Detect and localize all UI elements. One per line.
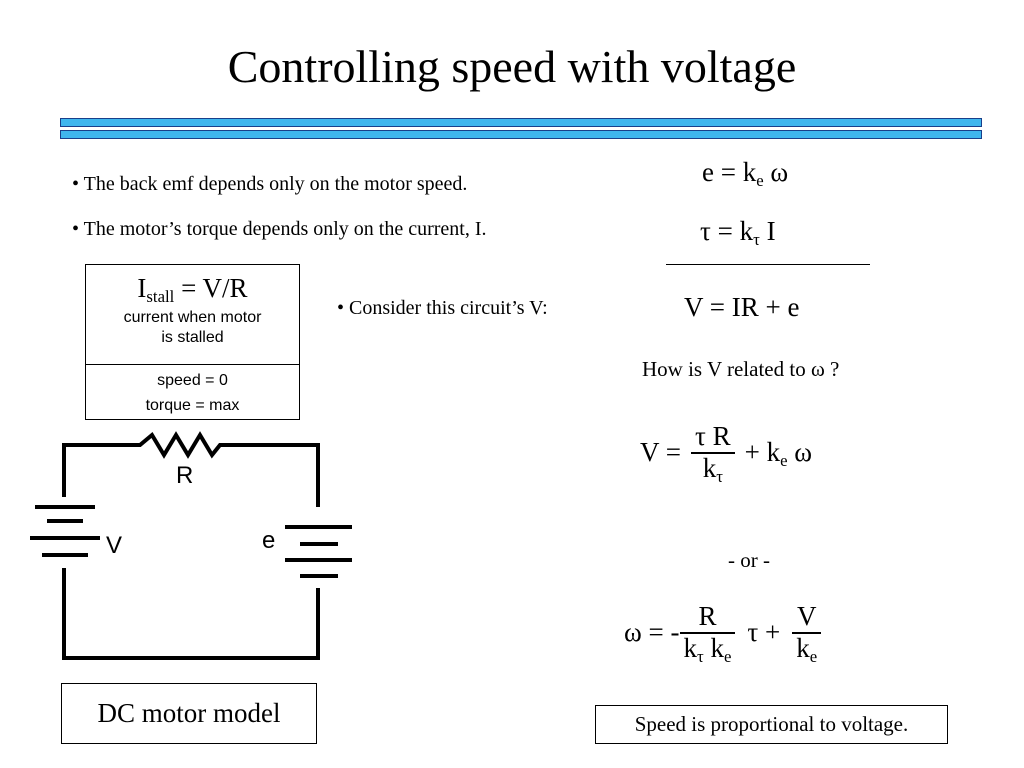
or-separator: - or -	[728, 548, 770, 572]
stall-description: current when motor is stalled	[123, 309, 262, 346]
equation-voltage-expanded: V = τ R kτ + ke ω	[640, 421, 813, 486]
bullet-torque: • The motor’s torque depends only on the…	[72, 218, 487, 240]
stall-current-formula: Istall = V/R	[137, 273, 248, 307]
fraction-r-over-k-tau-k-e: R kτ ke	[679, 601, 736, 665]
stall-conditions: speed = 0 torque = max	[145, 372, 240, 414]
question-text: How is V related to ω ?	[642, 357, 840, 381]
back-emf-battery-symbol	[285, 525, 352, 578]
resistor-label: R	[176, 462, 194, 489]
battery-source-symbol	[30, 505, 100, 557]
slide-title: Controlling speed with voltage	[227, 41, 797, 92]
equation-back-emf: e = ke ω	[702, 157, 789, 191]
diagram-caption: DC motor model	[61, 683, 317, 744]
title-rule-bottom	[60, 130, 982, 139]
fraction-v-over-k-e: V ke	[792, 601, 822, 665]
fraction-tau-r-over-k-tau: τ R kτ	[691, 421, 735, 485]
equation-voltage: V = IR + e	[684, 292, 800, 322]
back-emf-label: e	[262, 527, 276, 554]
title-rule-top	[60, 118, 982, 127]
bullet-back-emf: • The back emf depends only on the motor…	[72, 173, 468, 195]
circuit-wire-bottom	[62, 568, 320, 660]
stall-box-divider	[86, 364, 299, 365]
equation-divider	[666, 264, 870, 265]
bullet-consider-circuit: • Consider this circuit’s V:	[337, 297, 548, 319]
equation-torque: τ = kτ I	[700, 216, 776, 250]
equation-speed: ω = - R kτ ke τ + V ke	[624, 601, 822, 665]
voltage-source-label: V	[106, 532, 123, 559]
stall-current-box: Istall = V/R current when motor is stall…	[85, 264, 300, 420]
conclusion-box: Speed is proportional to voltage.	[595, 705, 948, 744]
circuit-wire-top	[62, 431, 320, 507]
